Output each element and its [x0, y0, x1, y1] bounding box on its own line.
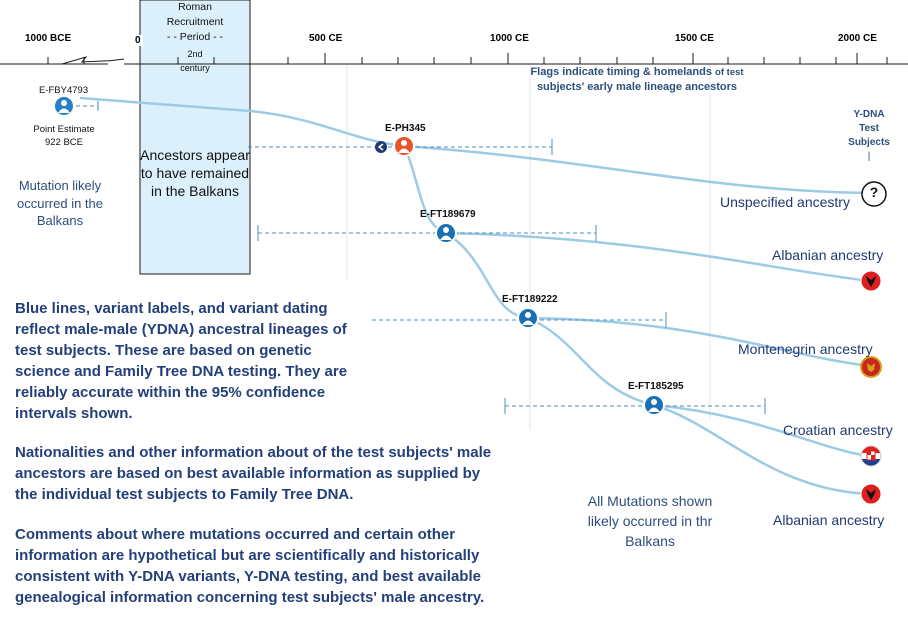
gridlines — [346, 64, 711, 430]
legend-paragraph-2: Nationalities and other information abou… — [15, 444, 492, 503]
ydna-header-line4: | — [867, 151, 871, 162]
lineage-ft185295-to-croatia — [653, 403, 871, 458]
lineage-ft189679-to-albania1 — [445, 231, 871, 283]
ydna-header-line1: Y-DNA — [853, 109, 885, 120]
ft189679-node-icon[interactable] — [435, 222, 457, 244]
tick-label-1000ce: 1000 CE — [490, 33, 529, 44]
tick-label-1500ce: 1500 CE — [675, 33, 714, 44]
root-mutation-note: Mutation likely occurred in the Balkans — [17, 178, 103, 228]
roman-period-century: 2nd century — [140, 47, 250, 75]
roman-period-line3: - - Period - - — [166, 31, 223, 43]
variant-label-ft185295: E-FT185295 — [628, 381, 684, 392]
variant-label-ft189222: E-FT189222 — [502, 294, 558, 305]
ancestry-label-albanian-1: Albanian ancestry — [772, 247, 884, 263]
ancestry-label-unspecified: Unspecified ancestry — [720, 194, 850, 210]
roman-period-band — [139, 0, 251, 275]
lineage-ft189222-to-ft185295 — [527, 316, 655, 407]
root-node-icon[interactable] — [53, 95, 75, 117]
flags-note-line2: subjects' early male lineage ancestors — [536, 81, 738, 93]
roman-period-line5: century — [180, 63, 210, 73]
ft189222-node-icon[interactable] — [517, 307, 539, 329]
variant-label-ft189679: E-FT189679 — [420, 209, 476, 220]
croatia-flag-icon — [860, 445, 882, 467]
flags-note-line1-tail: of test — [715, 67, 744, 78]
roman-period-line1: Roman — [178, 1, 212, 13]
albania-flag-icon-2 — [860, 483, 882, 505]
ph345-node-icon[interactable] — [375, 135, 415, 157]
lineage-ft185295-to-albania2 — [653, 403, 871, 496]
tick-label-500ce: 500 CE — [309, 33, 343, 44]
axis-break — [61, 56, 125, 65]
lineage-ph345-to-unspecified — [403, 144, 867, 195]
albania-flag-icon — [860, 270, 882, 292]
root-variant-label: E-FBY4793 — [39, 85, 89, 96]
ydna-header-line3: Subjects — [848, 137, 890, 148]
axis-ticks — [47, 53, 888, 64]
montenegro-flag-icon — [860, 356, 882, 378]
roman-period-line4: 2nd — [187, 49, 203, 59]
balkans-note: Ancestors appear to have remained in the… — [140, 147, 250, 199]
lineage-ft189679-to-ft189222 — [445, 231, 529, 320]
root-estimate-line2: 922 BCE — [44, 137, 84, 148]
root-estimate-line1: Point Estimate — [33, 124, 95, 135]
ci-end-caps — [97, 101, 766, 414]
mutations-note: All Mutations shown likely occurred in t… — [587, 493, 713, 549]
ydna-header-line2: Test — [859, 123, 879, 134]
roman-period-title: Roman Recruitment - - Period - - — [140, 0, 250, 45]
tick-label-2000ce: 2000 CE — [838, 33, 877, 44]
tick-label-zero: 0 — [133, 35, 143, 46]
roman-period-line2: Recruitment — [166, 16, 224, 28]
legend-paragraph-1: Blue lines, variant labels, and variant … — [15, 300, 348, 422]
variant-label-ph345: E-PH345 — [385, 123, 426, 134]
ydna-test-subjects-header: Y-DNA Test Subjects | — [836, 108, 902, 164]
unknown-ancestry-icon — [861, 181, 887, 207]
ancestry-label-montenegrin: Montenegrin ancestry — [738, 341, 873, 357]
legend-paragraph-3: Comments about where mutations occurred … — [15, 526, 485, 606]
flags-note-line1: Flags indicate timing & homelands — [530, 66, 712, 78]
ancestry-label-albanian-2: Albanian ancestry — [773, 512, 885, 528]
root-point-estimate: Point Estimate 922 BCE — [22, 123, 106, 149]
flags-note: Flags indicate timing & homelands of tes… — [505, 65, 769, 95]
ft185295-node-icon[interactable] — [643, 394, 665, 416]
ancestry-label-croatian: Croatian ancestry — [783, 422, 893, 438]
tick-label-1000bce: 1000 BCE — [25, 33, 72, 44]
unknown-ancestry-symbol: ? — [869, 184, 879, 200]
